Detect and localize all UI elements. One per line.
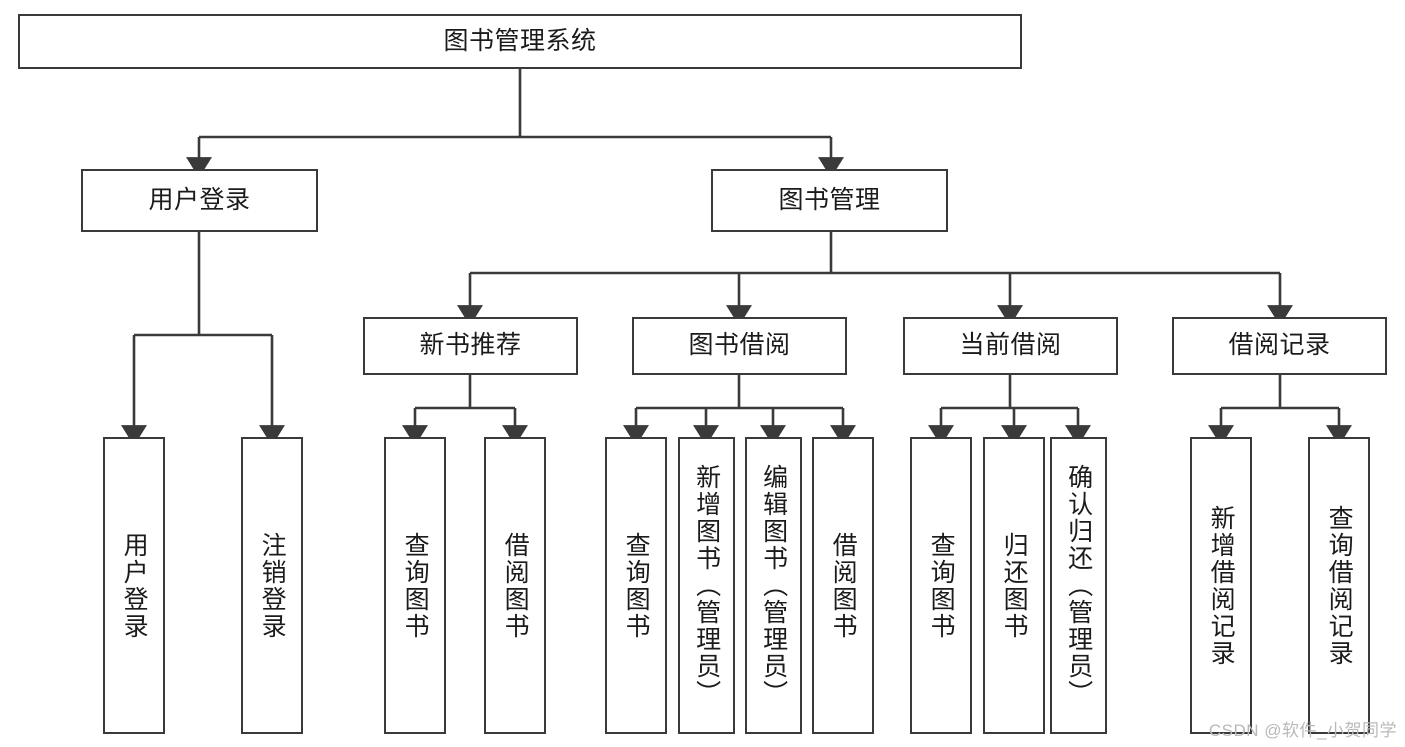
node-label: 用户登录 bbox=[120, 531, 149, 640]
node-label: 新增借阅记录 bbox=[1207, 504, 1236, 667]
node-label: 注销登录 bbox=[258, 531, 287, 640]
watermark-text: CSDN @软件_小贺同学 bbox=[1208, 721, 1397, 740]
node-label: 查询借阅记录 bbox=[1325, 504, 1354, 667]
node-book-borrow[interactable]: 图书借阅 bbox=[632, 317, 847, 375]
node-leaf-edit-book[interactable]: 编辑图书（管理员） bbox=[745, 437, 802, 734]
node-leaf-borrow-book-2[interactable]: 借阅图书 bbox=[812, 437, 874, 734]
node-leaf-borrow-book-1[interactable]: 借阅图书 bbox=[484, 437, 546, 734]
node-label: 当前借阅 bbox=[959, 331, 1062, 360]
node-label: 图书管理系统 bbox=[443, 26, 597, 55]
node-leaf-user-login[interactable]: 用户登录 bbox=[103, 437, 165, 734]
node-borrow-record[interactable]: 借阅记录 bbox=[1172, 317, 1387, 375]
node-leaf-query-borrow-record[interactable]: 查询借阅记录 bbox=[1308, 437, 1370, 734]
node-new-book-recommendation[interactable]: 新书推荐 bbox=[363, 317, 578, 375]
node-label: 确认归还（管理员） bbox=[1064, 464, 1093, 707]
node-leaf-query-book-3[interactable]: 查询图书 bbox=[910, 437, 972, 734]
node-leaf-return-book[interactable]: 归还图书 bbox=[983, 437, 1045, 734]
node-label: 查询图书 bbox=[927, 531, 956, 640]
node-leaf-add-borrow-record[interactable]: 新增借阅记录 bbox=[1190, 437, 1252, 734]
node-label: 查询图书 bbox=[622, 531, 651, 640]
node-user-login[interactable]: 用户登录 bbox=[81, 169, 318, 232]
node-label: 编辑图书（管理员） bbox=[759, 464, 788, 707]
node-current-borrow[interactable]: 当前借阅 bbox=[903, 317, 1118, 375]
node-label: 查询图书 bbox=[401, 531, 430, 640]
node-label: 借阅图书 bbox=[501, 531, 530, 640]
node-label: 用户登录 bbox=[148, 185, 251, 214]
node-leaf-query-book-2[interactable]: 查询图书 bbox=[605, 437, 667, 734]
node-label: 归还图书 bbox=[1000, 531, 1029, 640]
node-label: 图书借阅 bbox=[688, 331, 791, 360]
node-label: 新增图书（管理员） bbox=[692, 464, 721, 707]
node-leaf-query-book-1[interactable]: 查询图书 bbox=[384, 437, 446, 734]
node-book-management-system[interactable]: 图书管理系统 bbox=[18, 14, 1022, 69]
node-book-manage[interactable]: 图书管理 bbox=[711, 169, 948, 232]
node-label: 图书管理 bbox=[778, 185, 881, 214]
node-leaf-confirm-return[interactable]: 确认归还（管理员） bbox=[1050, 437, 1107, 734]
node-label: 借阅图书 bbox=[829, 531, 858, 640]
node-label: 新书推荐 bbox=[419, 331, 522, 360]
node-label: 借阅记录 bbox=[1228, 331, 1331, 360]
node-leaf-add-book[interactable]: 新增图书（管理员） bbox=[678, 437, 735, 734]
node-leaf-logout[interactable]: 注销登录 bbox=[241, 437, 303, 734]
